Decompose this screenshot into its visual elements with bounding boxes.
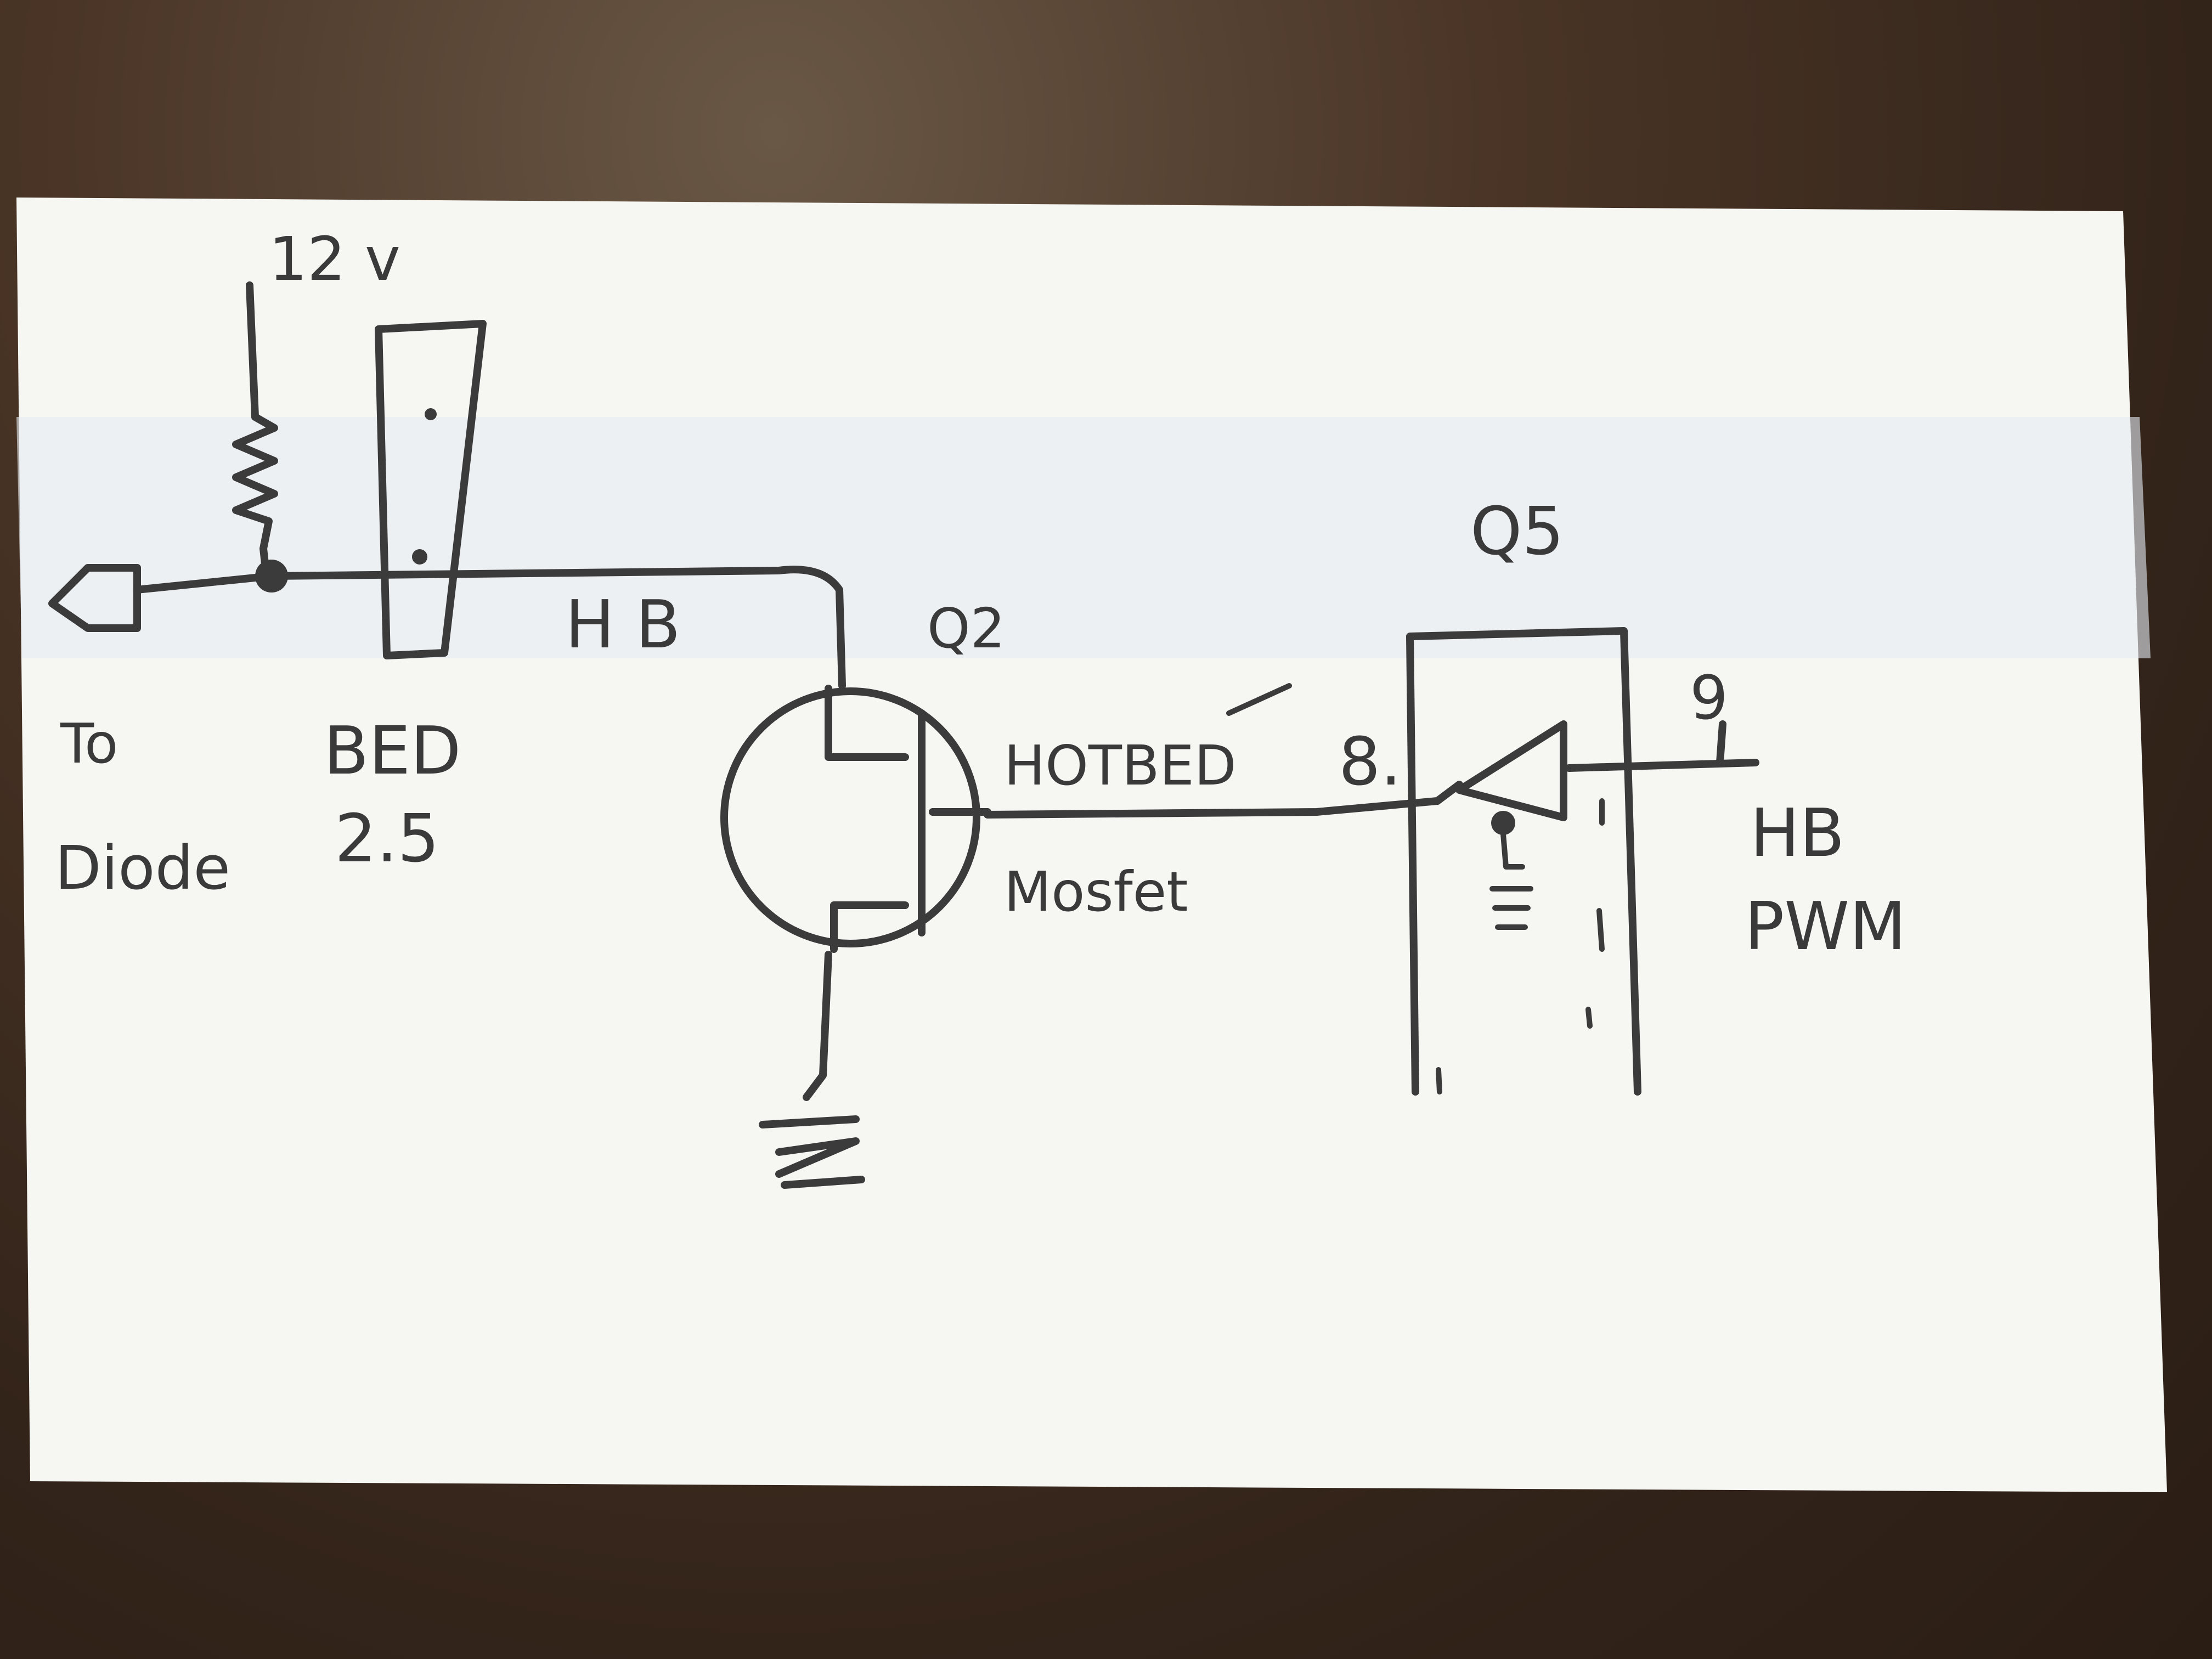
pin-8-label: 8. <box>1339 724 1402 800</box>
supply-label: 12 v <box>269 224 400 294</box>
bed-connector-symbol <box>375 320 487 659</box>
mosfet-label: Mosfet <box>1004 860 1188 924</box>
gate-wire <box>984 797 1441 819</box>
to-label: To <box>60 712 118 776</box>
hb-net-label: H B <box>565 587 681 663</box>
diode-label: Diode <box>55 833 230 903</box>
q5-label: Q5 <box>1470 494 1564 570</box>
light-band <box>16 417 2151 658</box>
q2-label: Q2 <box>927 596 1005 661</box>
hotbed-label: HOTBED <box>1004 733 1237 798</box>
pwm-label: PWM <box>1745 889 1906 965</box>
pencil-mark <box>1226 683 1292 716</box>
bed-value-label: 2.5 <box>335 801 439 877</box>
resistor-symbol <box>232 281 278 577</box>
pin-9-label: 9 <box>1690 663 1728 733</box>
diode-connector-symbol <box>48 564 141 632</box>
bed-label: BED <box>324 713 461 789</box>
mosfet-q2-symbol <box>720 685 991 953</box>
ground-symbol <box>759 951 865 1189</box>
hb-label: HB <box>1750 795 1845 872</box>
q5-block-symbol <box>1406 627 1759 1096</box>
hb-net-wire <box>133 566 846 690</box>
